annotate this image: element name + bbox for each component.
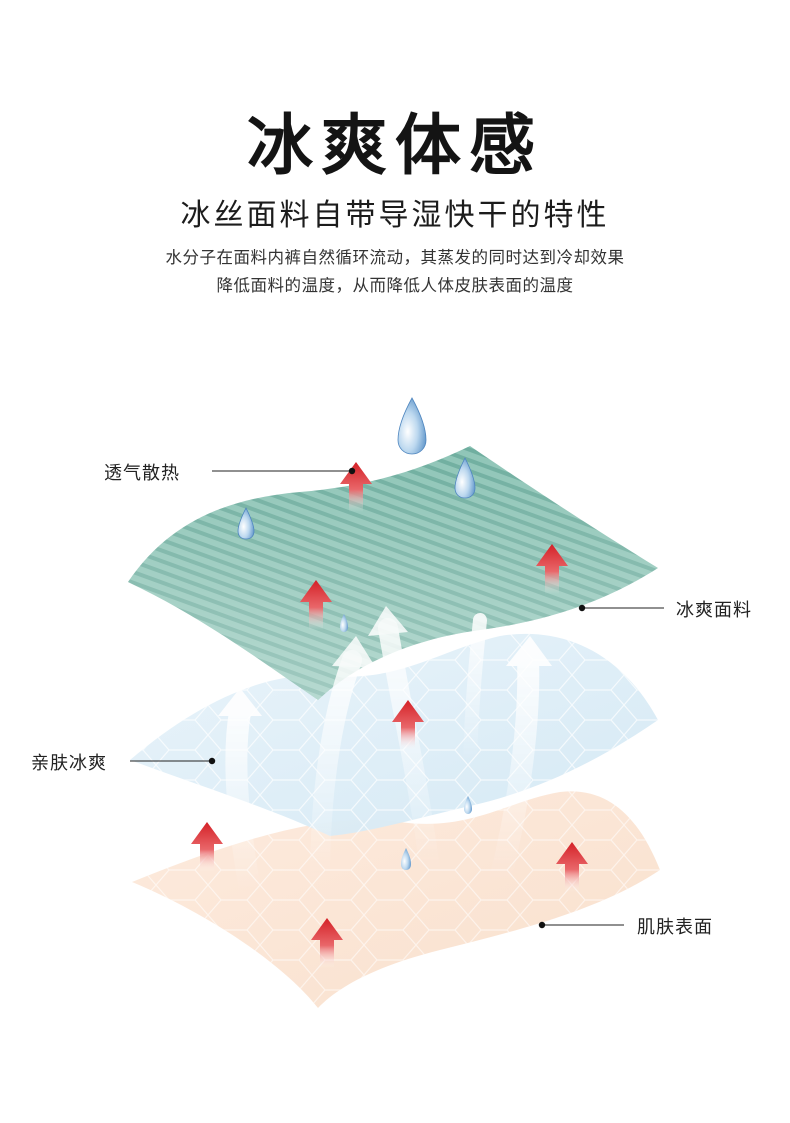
callout-lines	[130, 470, 664, 926]
description-line-2: 降低面料的温度，从而降低人体皮肤表面的温度	[216, 276, 574, 295]
water-drop-icon	[237, 397, 476, 870]
page-subtitle: 冰丝面料自带导湿快干的特性	[180, 198, 610, 233]
skin-surface-layer	[132, 791, 660, 1008]
cool-fabric-layer	[128, 446, 658, 700]
callout-skin-surface: 肌肤表面	[637, 917, 713, 938]
description-line-1: 水分子在面料内裤自然循环流动，其蒸发的同时达到冷却效果	[165, 248, 625, 267]
callout-breathable: 透气散热	[104, 463, 180, 484]
airflow-arrow-icon	[218, 606, 552, 901]
callout-cool-fabric: 冰爽面料	[676, 600, 752, 621]
callout-dots	[208, 467, 586, 929]
callout-skin-cool: 亲肤冰爽	[31, 753, 107, 774]
heat-arrow-icon	[191, 462, 588, 968]
page-title: 冰爽体感	[247, 107, 543, 184]
